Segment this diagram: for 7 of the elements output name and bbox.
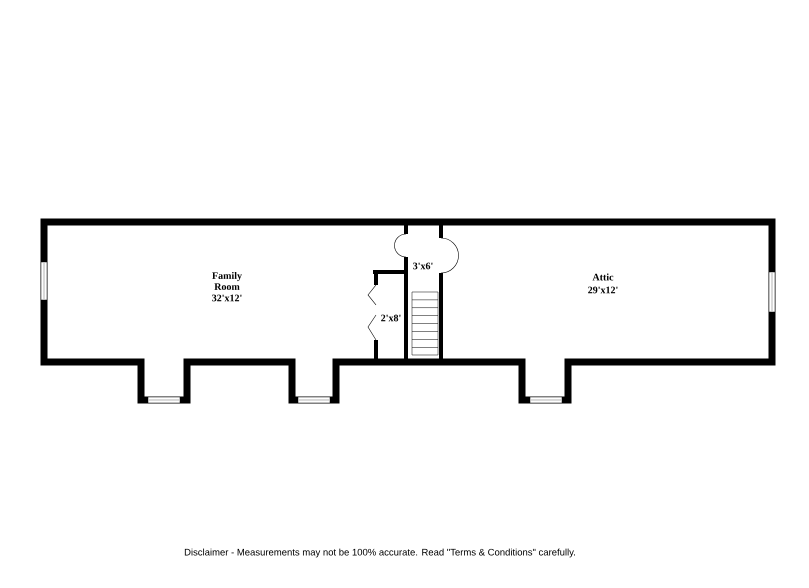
dimension-label: 29'x12' (588, 286, 618, 294)
room-label: Attic (592, 273, 614, 280)
room-label: Family Room (212, 272, 242, 290)
dimension-label: 32'x12' (212, 294, 242, 302)
dimension-label: 3'x6' (413, 262, 433, 270)
disclaimer-text: Disclaimer - Measurements may not be 100% accurate. Read "Terms & Conditions" carefully. (184, 548, 575, 558)
dimension-label: 2'x8' (381, 314, 401, 322)
